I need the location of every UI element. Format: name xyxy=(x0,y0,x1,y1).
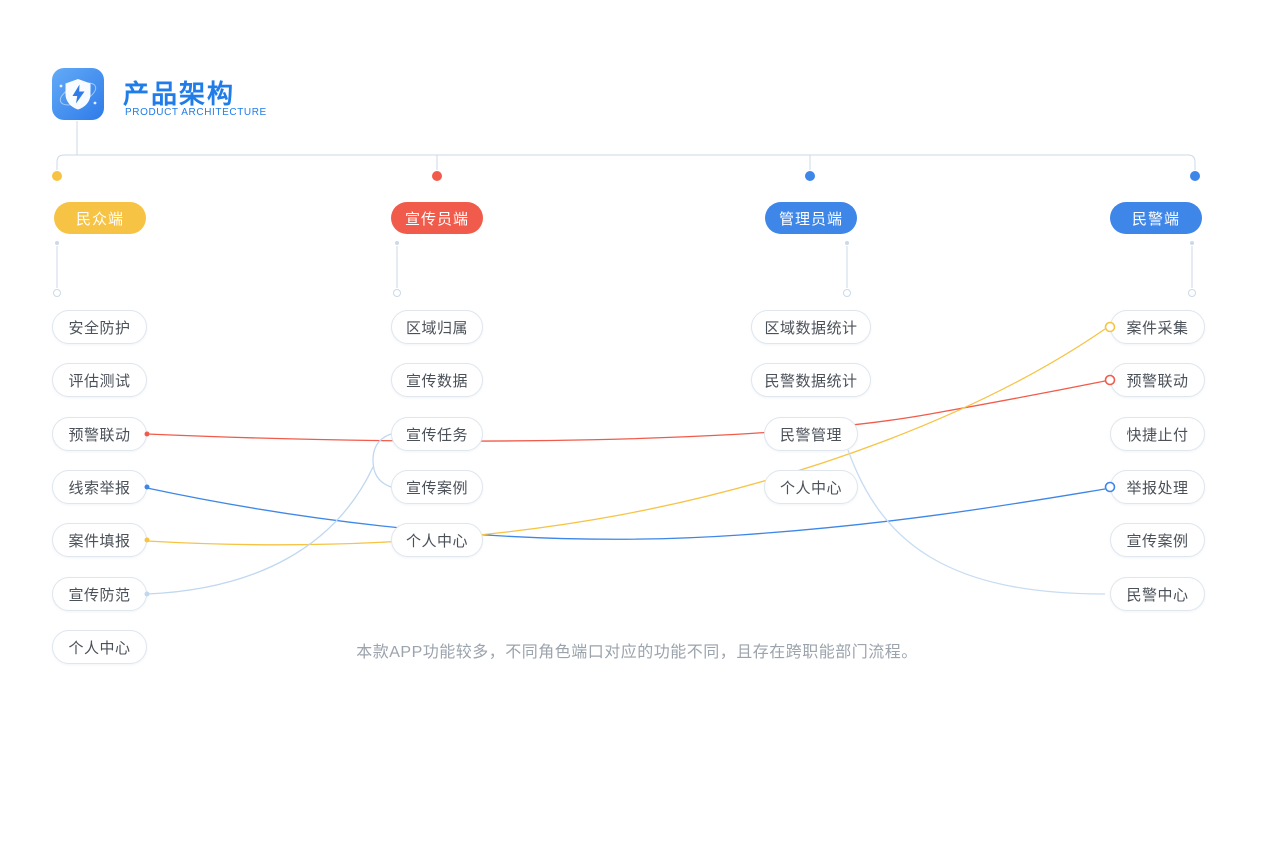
shield-icon xyxy=(52,68,104,120)
page-title: 产品架构 xyxy=(123,79,236,109)
column-header-promoter: 宣传员端 xyxy=(391,202,483,234)
feature-node: 宣传防范 xyxy=(52,577,147,611)
page-subtitle: PRODUCT ARCHITECTURE xyxy=(125,107,267,118)
pill-stem-group xyxy=(53,241,1196,297)
feature-node: 个人中心 xyxy=(52,630,147,664)
link-warning xyxy=(146,380,1106,442)
tree-dot-promoter xyxy=(432,171,442,181)
feature-node: 区域归属 xyxy=(391,310,483,344)
feature-node: 预警联动 xyxy=(52,417,147,451)
app-logo xyxy=(52,68,104,120)
feature-node: 民警管理 xyxy=(764,417,858,451)
feature-node: 个人中心 xyxy=(764,470,858,504)
tree-dot-admin xyxy=(805,171,815,181)
feature-node: 安全防护 xyxy=(52,310,147,344)
link-police-admin xyxy=(847,449,1106,595)
feature-node: 快捷止付 xyxy=(1110,417,1205,451)
column-header-admin: 管理员端 xyxy=(765,202,857,234)
feature-node: 宣传案例 xyxy=(391,470,483,504)
feature-node: 民警数据统计 xyxy=(751,363,871,397)
feature-node: 举报处理 xyxy=(1110,470,1205,504)
footnote: 本款APP功能较多，不同角色端口对应的功能不同，且存在跨职能部门流程。 xyxy=(356,644,918,661)
link-promo-bracket xyxy=(372,433,392,488)
feature-node: 宣传数据 xyxy=(391,363,483,397)
feature-node: 个人中心 xyxy=(391,523,483,557)
feature-node: 宣传案例 xyxy=(1110,523,1205,557)
feature-node: 线索举报 xyxy=(52,470,147,504)
link-promo xyxy=(147,466,374,595)
tree-dot-public xyxy=(52,171,62,181)
feature-node: 预警联动 xyxy=(1110,363,1205,397)
feature-node: 区域数据统计 xyxy=(751,310,871,344)
column-header-police: 民警端 xyxy=(1110,202,1202,234)
feature-node: 案件采集 xyxy=(1110,310,1205,344)
tree-dot-police xyxy=(1190,171,1200,181)
feature-node: 宣传任务 xyxy=(391,417,483,451)
feature-node: 民警中心 xyxy=(1110,577,1205,611)
link-case xyxy=(146,328,1106,546)
feature-node: 评估测试 xyxy=(52,363,147,397)
column-header-public: 民众端 xyxy=(54,202,146,234)
feature-node: 案件填报 xyxy=(52,523,147,557)
link-report xyxy=(146,487,1106,540)
